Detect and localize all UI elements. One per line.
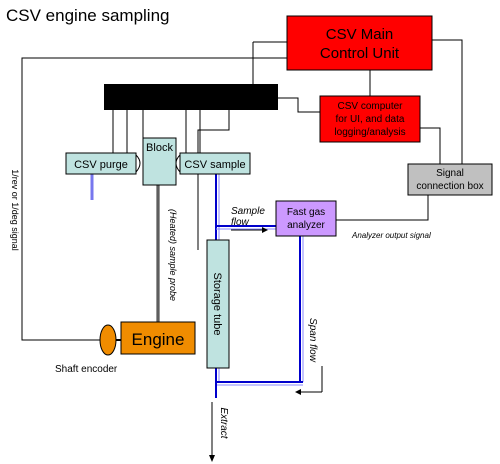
csv-sample: CSV sample bbox=[179, 152, 251, 175]
sample-flow-label-1: Sample bbox=[231, 206, 265, 217]
connector-bar bbox=[104, 84, 278, 110]
analyzer-line2: analyzer bbox=[287, 220, 325, 231]
shaft-encoder-icon bbox=[99, 324, 117, 356]
wire-computer-to-signal bbox=[420, 127, 441, 164]
wire-main-to-signal bbox=[432, 39, 463, 164]
shaft-encoder-label: Shaft encoder bbox=[55, 364, 118, 375]
wire-bar-to-storage bbox=[197, 110, 230, 250]
sample-flow-arrow-icon bbox=[231, 227, 268, 233]
analyzer-output-label: Analyzer output signal bbox=[351, 231, 431, 240]
diagram-title: CSV engine sampling bbox=[6, 6, 169, 25]
extract-label: Extract bbox=[218, 407, 229, 439]
purge-valve-curve bbox=[135, 154, 141, 173]
wire-bar-to-computer bbox=[278, 97, 320, 113]
analyzer-line1: Fast gas bbox=[287, 207, 325, 218]
computer-line2: for UI, and data bbox=[336, 114, 405, 125]
signal-1rev-label: 1/rev or 1/deg signal bbox=[10, 169, 20, 251]
csv-purge: CSV purge bbox=[65, 152, 137, 175]
csv-sample-label: CSV sample bbox=[184, 159, 245, 171]
heated-probe-label: (Heated) sample probe bbox=[168, 209, 178, 301]
fast-gas-analyzer: Fast gas analyzer bbox=[275, 200, 337, 237]
span-flow-arrow-icon bbox=[295, 366, 323, 395]
signal-box-line1: Signal bbox=[436, 168, 464, 179]
main-control-unit: CSV Main Control Unit bbox=[286, 15, 433, 71]
csv-purge-label: CSV purge bbox=[74, 159, 128, 171]
wire-signal-to-analyzer bbox=[336, 195, 429, 221]
csv-computer: CSV computer for UI, and data logging/an… bbox=[319, 95, 421, 143]
sample-flow-label-2: flow bbox=[231, 217, 250, 228]
extract-arrow-icon bbox=[209, 402, 215, 462]
computer-line1: CSV computer bbox=[337, 101, 403, 112]
signal-wires bbox=[21, 39, 463, 341]
span-flow-label: Span flow bbox=[307, 318, 318, 363]
block-label: Block bbox=[146, 142, 173, 154]
block: Block bbox=[142, 137, 177, 186]
storage-tube-label: Storage tube bbox=[211, 273, 223, 336]
signal-box-line2: connection box bbox=[416, 181, 483, 192]
storage-tube: Storage tube bbox=[206, 239, 230, 369]
engine: Engine bbox=[120, 321, 196, 355]
engine-label: Engine bbox=[132, 330, 185, 349]
main-control-line2: Control Unit bbox=[320, 45, 400, 62]
computer-line3: logging/analysis bbox=[334, 127, 405, 138]
signal-connection-box: Signal connection box bbox=[407, 163, 493, 196]
main-control-line1: CSV Main bbox=[326, 26, 394, 43]
wire-1rev-signal bbox=[21, 57, 287, 341]
sample-valve-curve bbox=[175, 154, 181, 173]
